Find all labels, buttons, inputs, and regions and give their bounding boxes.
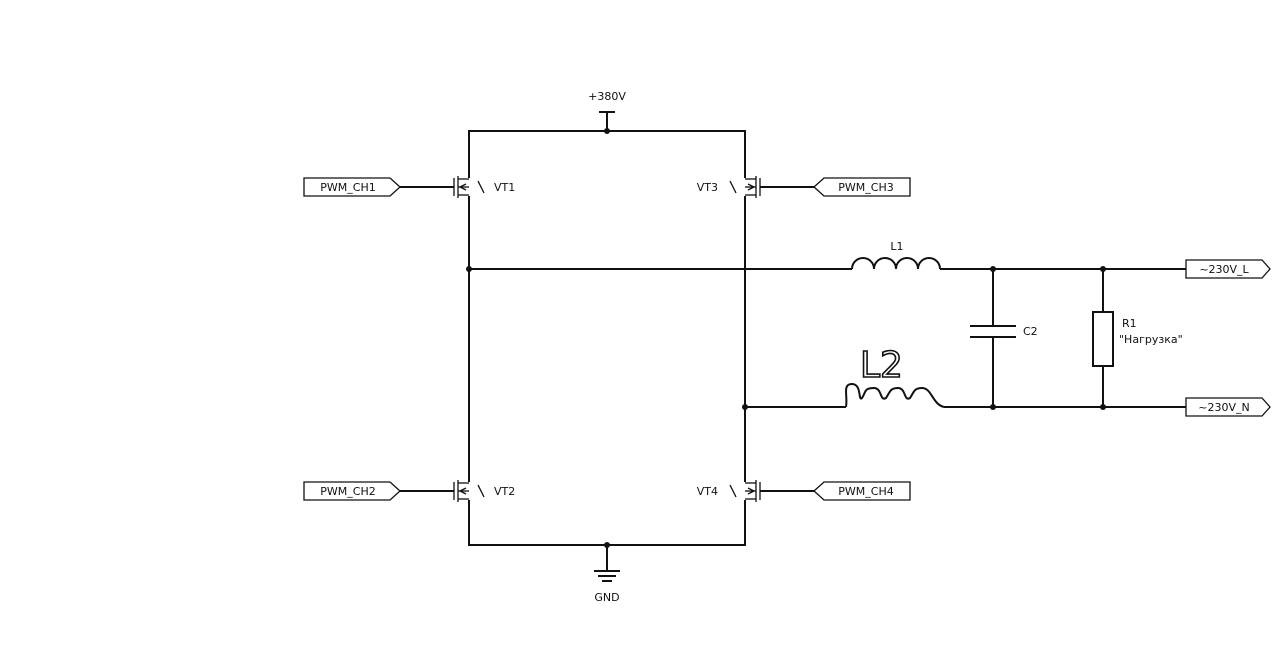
l1-label: L1 [890,240,903,253]
output-port-n: ~230V_N [1185,397,1271,417]
pwm-ch2-label: PWM_CH2 [320,485,375,498]
resistor-r1: R1 "Нагрузка" [1092,269,1183,407]
ground-label: GND [594,591,619,604]
pwm-ch3-label: PWM_CH3 [838,181,893,194]
r1-label: R1 [1122,317,1137,330]
output-l-label: ~230V_L [1199,263,1249,276]
transistor-vt4: VT4 [697,480,814,502]
inductor-l1: L1 [851,240,941,270]
bridge-wires [466,130,852,546]
transistor-vt1: VT1 [400,176,515,198]
vt2-label: VT2 [494,485,515,498]
output-n-label: ~230V_N [1198,401,1249,414]
vt4-label: VT4 [697,485,718,498]
transistor-vt3: VT3 [697,176,814,198]
output-port-l: ~230V_L [1185,259,1271,279]
pwm-port-ch1: PWM_CH1 [303,177,401,197]
pwm-ch4-label: PWM_CH4 [838,485,893,498]
c2-label: C2 [1023,325,1038,338]
supply-label: +380V [588,90,626,103]
r1-description: "Нагрузка" [1119,333,1183,346]
pwm-port-ch3: PWM_CH3 [813,177,911,197]
transistor-vt2: VT2 [400,480,515,502]
pwm-ch1-label: PWM_CH1 [320,181,375,194]
vt1-label: VT1 [494,181,515,194]
capacitor-c2: C2 [970,269,1038,407]
ground-symbol: GND [594,542,620,604]
inductor-l2: L2 [845,344,945,408]
vt3-label: VT3 [697,181,718,194]
supply-rail: +380V [588,90,626,134]
l2-label: L2 [860,345,903,386]
pwm-port-ch2: PWM_CH2 [303,481,401,501]
pwm-port-ch4: PWM_CH4 [813,481,911,501]
